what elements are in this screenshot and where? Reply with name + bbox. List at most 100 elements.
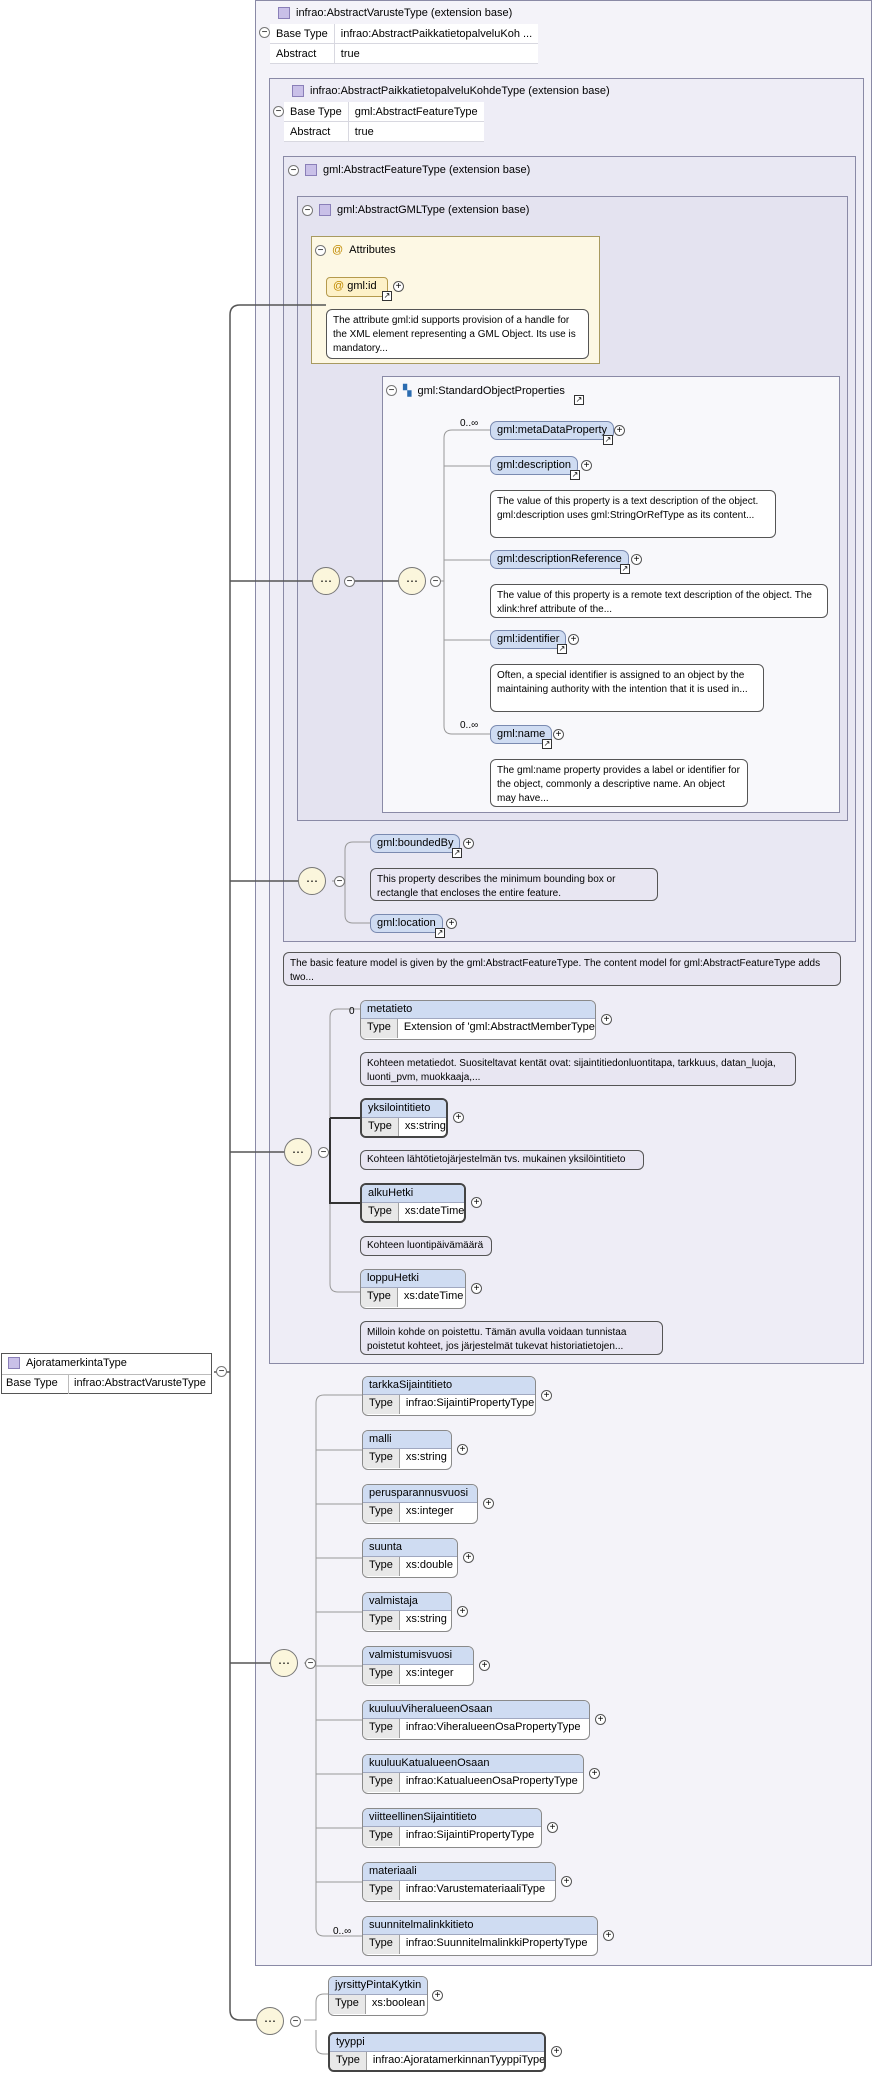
type-value: xs:string: [405, 1451, 447, 1463]
element-name: perusparannusvuosi: [363, 1485, 477, 1503]
expand-plus-icon[interactable]: +: [471, 1197, 482, 1208]
paikka-header: infrao:AbstractPaikkatietopalveluKohdeTy…: [292, 85, 610, 97]
expand-plus-icon[interactable]: +: [568, 634, 579, 645]
link-arrow-icon[interactable]: ↗: [557, 644, 567, 654]
expand-plus-icon[interactable]: +: [553, 729, 564, 740]
expand-plus-icon[interactable]: +: [561, 1876, 572, 1887]
root-collapse-toggle[interactable]: −: [216, 1366, 227, 1377]
element-name: kuuluuKatualueenOsaan: [363, 1755, 583, 1773]
sequence-collapse-toggle[interactable]: −: [290, 2016, 301, 2027]
expand-plus-icon[interactable]: +: [589, 1768, 600, 1779]
expand-plus-icon[interactable]: +: [631, 554, 642, 565]
type-value: xs:boolean: [371, 1997, 426, 2009]
type-value: Extension of 'gml:AbstractMemberType': [403, 1021, 596, 1033]
alkuhetki-note: Kohteen luontipäivämäärä: [360, 1236, 492, 1256]
expand-plus-icon[interactable]: +: [551, 2046, 562, 2057]
paikka-header-label: infrao:AbstractPaikkatietopalveluKohdeTy…: [310, 85, 610, 97]
paikka-abstract-label: Abstract: [284, 121, 349, 142]
gml-location-element[interactable]: gml:location: [370, 914, 443, 933]
complex-type-icon: [305, 164, 317, 176]
sequence-collapse-toggle[interactable]: −: [344, 576, 355, 587]
complex-type-icon: [8, 1357, 20, 1369]
sop-collapse-toggle[interactable]: −: [386, 385, 397, 396]
expand-plus-icon[interactable]: +: [547, 1822, 558, 1833]
type-label: Type: [330, 2052, 367, 2070]
type-value: infrao:SijaintiPropertyType: [405, 1397, 535, 1409]
sequence-collapse-toggle[interactable]: −: [334, 876, 345, 887]
sequence-collapse-toggle[interactable]: −: [430, 576, 441, 587]
expand-plus-icon[interactable]: +: [483, 1498, 494, 1509]
sequence-collapse-toggle[interactable]: −: [318, 1147, 329, 1158]
element-name: valmistumisvuosi: [363, 1647, 473, 1665]
link-arrow-icon[interactable]: ↗: [620, 564, 630, 574]
link-arrow-icon[interactable]: ↗: [542, 739, 552, 749]
sequence-collapse-toggle[interactable]: −: [305, 1658, 316, 1669]
expand-plus-icon[interactable]: +: [457, 1444, 468, 1455]
gml-id-attribute[interactable]: @ gml:id: [326, 277, 388, 297]
sop-item-metadataproperty[interactable]: gml:metaDataProperty: [490, 421, 615, 440]
gmltype-collapse-toggle[interactable]: −: [302, 204, 313, 216]
type-value: xs:dateTime: [403, 1290, 464, 1302]
sop-item-description[interactable]: gml:description: [490, 456, 578, 475]
varuste-collapse-toggle[interactable]: −: [259, 27, 270, 38]
link-arrow-icon[interactable]: ↗: [574, 395, 584, 405]
cardinality-label: 0..∞: [333, 1926, 352, 1937]
link-arrow-icon[interactable]: ↗: [435, 928, 445, 938]
cardinality-label: 0..∞: [460, 720, 479, 731]
root-base-label: Base Type: [6, 1377, 58, 1389]
expand-plus-icon[interactable]: +: [393, 281, 404, 292]
expand-plus-icon[interactable]: +: [603, 1930, 614, 1941]
expand-plus-icon[interactable]: +: [581, 460, 592, 471]
gml-boundedby-element[interactable]: gml:boundedBy: [370, 834, 461, 853]
type-label: Type: [363, 1449, 400, 1468]
expand-plus-icon[interactable]: +: [432, 1990, 443, 2001]
expand-plus-icon[interactable]: +: [595, 1714, 606, 1725]
expand-plus-icon[interactable]: +: [463, 838, 474, 849]
expand-plus-icon[interactable]: +: [541, 1390, 552, 1401]
sop-item-identifier[interactable]: gml:identifier: [490, 630, 567, 649]
cardinality-label: 0: [349, 1006, 355, 1017]
feature-collapse-toggle[interactable]: −: [288, 164, 299, 176]
link-arrow-icon[interactable]: ↗: [570, 470, 580, 480]
type-value: xs:integer: [405, 1667, 454, 1679]
sop-name-note: The gml:name property provides a label o…: [490, 759, 748, 807]
expand-plus-icon[interactable]: +: [479, 1660, 490, 1671]
group-icon: ▚: [403, 385, 412, 397]
expand-plus-icon[interactable]: +: [601, 1014, 612, 1025]
boundedby-note: This property describes the minimum boun…: [370, 868, 658, 901]
sop-item-descriptionreference[interactable]: gml:descriptionReference: [490, 550, 629, 569]
sop-item-name[interactable]: gml:name: [490, 725, 553, 744]
element-name: loppuHetki: [361, 1270, 465, 1288]
varuste-abstract-label: Abstract: [270, 43, 335, 64]
paikka-abstract-value: true: [348, 121, 484, 142]
expand-plus-icon[interactable]: +: [463, 1552, 474, 1563]
gml-id-label: gml:id: [347, 280, 377, 292]
expand-plus-icon[interactable]: +: [446, 918, 457, 929]
expand-plus-icon[interactable]: +: [614, 425, 625, 436]
attributes-collapse-toggle[interactable]: −: [315, 244, 326, 256]
paikka-collapse-toggle[interactable]: −: [273, 106, 284, 117]
link-arrow-icon[interactable]: ↗: [452, 848, 462, 858]
expand-plus-icon[interactable]: +: [471, 1283, 482, 1294]
link-arrow-icon[interactable]: ↗: [382, 291, 392, 301]
expand-plus-icon[interactable]: +: [453, 1112, 464, 1123]
link-arrow-icon[interactable]: ↗: [603, 435, 613, 445]
expand-plus-icon[interactable]: +: [457, 1606, 468, 1617]
